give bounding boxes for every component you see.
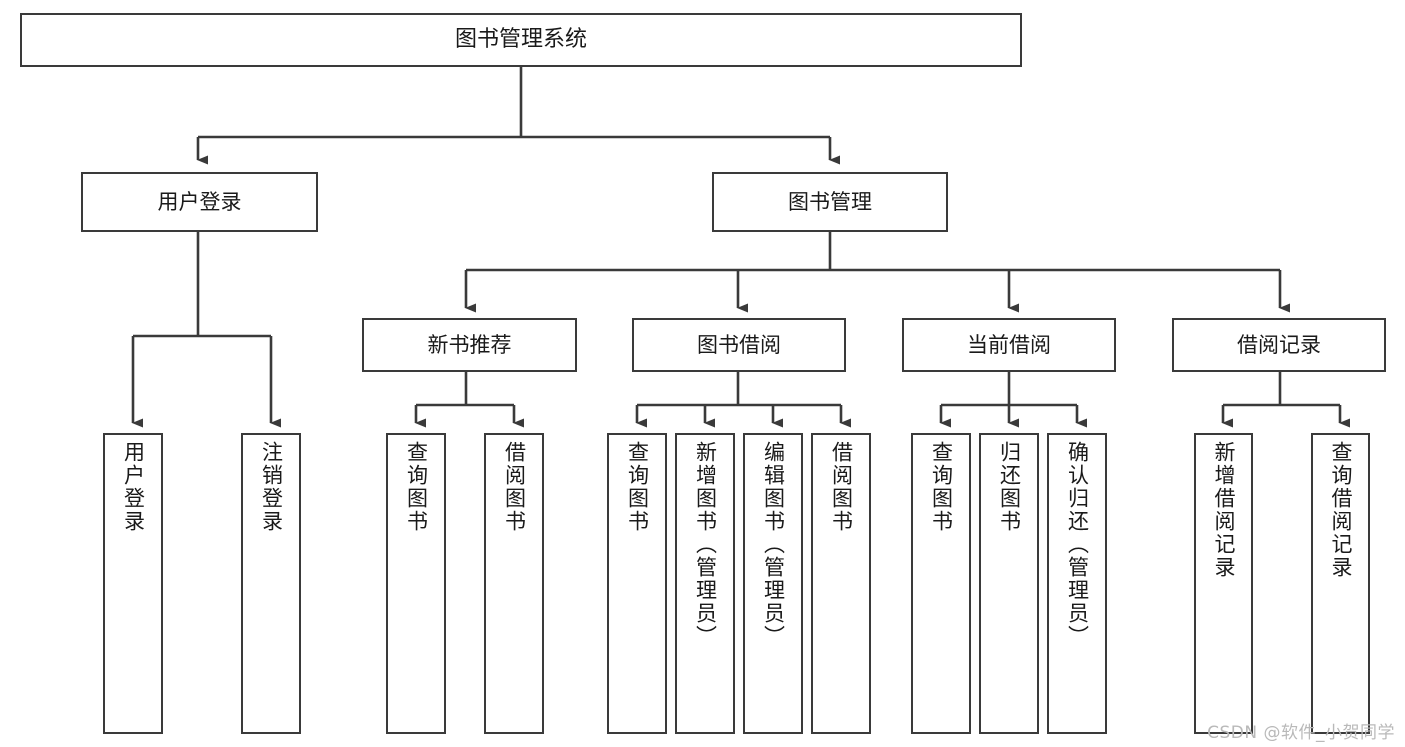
leaf-new-book-borrow-label: 借阅图书 [502, 441, 527, 533]
leaf-borrow-add-book-admin[interactable]: 新增图书（管理员） [675, 433, 735, 734]
node-user-login-label: 用户登录 [157, 189, 242, 214]
node-current-borrow-label: 当前借阅 [967, 332, 1051, 357]
node-user-login[interactable]: 用户登录 [81, 172, 318, 232]
leaf-user-login-login[interactable]: 用户登录 [103, 433, 163, 734]
csdn-watermark: CSDN @软件_小贺同学 [1207, 723, 1395, 743]
leaf-borrow-borrow-book[interactable]: 借阅图书 [811, 433, 871, 734]
leaf-borrow-edit-book-admin-label: 编辑图书（管理员） [761, 441, 786, 648]
leaf-new-book-query-label: 查询图书 [404, 441, 429, 533]
leaf-record-add-record[interactable]: 新增借阅记录 [1194, 433, 1253, 734]
node-borrow-record[interactable]: 借阅记录 [1172, 318, 1386, 372]
leaf-current-confirm-return-admin-label: 确认归还（管理员） [1065, 441, 1090, 648]
leaf-user-login-logout-label: 注销登录 [259, 441, 284, 533]
node-book-management[interactable]: 图书管理 [712, 172, 948, 232]
leaf-borrow-edit-book-admin[interactable]: 编辑图书（管理员） [743, 433, 803, 734]
node-root-system[interactable]: 图书管理系统 [20, 13, 1022, 67]
leaf-current-return-book[interactable]: 归还图书 [979, 433, 1039, 734]
leaf-borrow-borrow-book-label: 借阅图书 [829, 441, 854, 533]
leaf-record-query-record-label: 查询借阅记录 [1329, 441, 1353, 579]
leaf-borrow-query-book-label: 查询图书 [625, 441, 650, 533]
node-root-system-label: 图书管理系统 [454, 27, 587, 53]
node-current-borrow[interactable]: 当前借阅 [902, 318, 1116, 372]
leaf-user-login-login-label: 用户登录 [121, 441, 146, 533]
leaf-current-query-book[interactable]: 查询图书 [911, 433, 971, 734]
leaf-user-login-logout[interactable]: 注销登录 [241, 433, 301, 734]
leaf-new-book-query[interactable]: 查询图书 [386, 433, 446, 734]
node-book-management-label: 图书管理 [788, 189, 872, 214]
node-book-borrow-label: 图书借阅 [697, 332, 781, 357]
leaf-current-return-book-label: 归还图书 [997, 441, 1022, 533]
leaf-current-confirm-return-admin[interactable]: 确认归还（管理员） [1047, 433, 1107, 734]
node-borrow-record-label: 借阅记录 [1237, 332, 1321, 357]
node-new-book-recommend-label: 新书推荐 [427, 332, 512, 357]
leaf-record-add-record-label: 新增借阅记录 [1212, 441, 1236, 579]
leaf-borrow-query-book[interactable]: 查询图书 [607, 433, 667, 734]
node-book-borrow[interactable]: 图书借阅 [632, 318, 846, 372]
leaf-current-query-book-label: 查询图书 [929, 441, 954, 533]
leaf-record-query-record[interactable]: 查询借阅记录 [1311, 433, 1370, 734]
leaf-borrow-add-book-admin-label: 新增图书（管理员） [693, 441, 718, 648]
node-new-book-recommend[interactable]: 新书推荐 [362, 318, 577, 372]
leaf-new-book-borrow[interactable]: 借阅图书 [484, 433, 544, 734]
